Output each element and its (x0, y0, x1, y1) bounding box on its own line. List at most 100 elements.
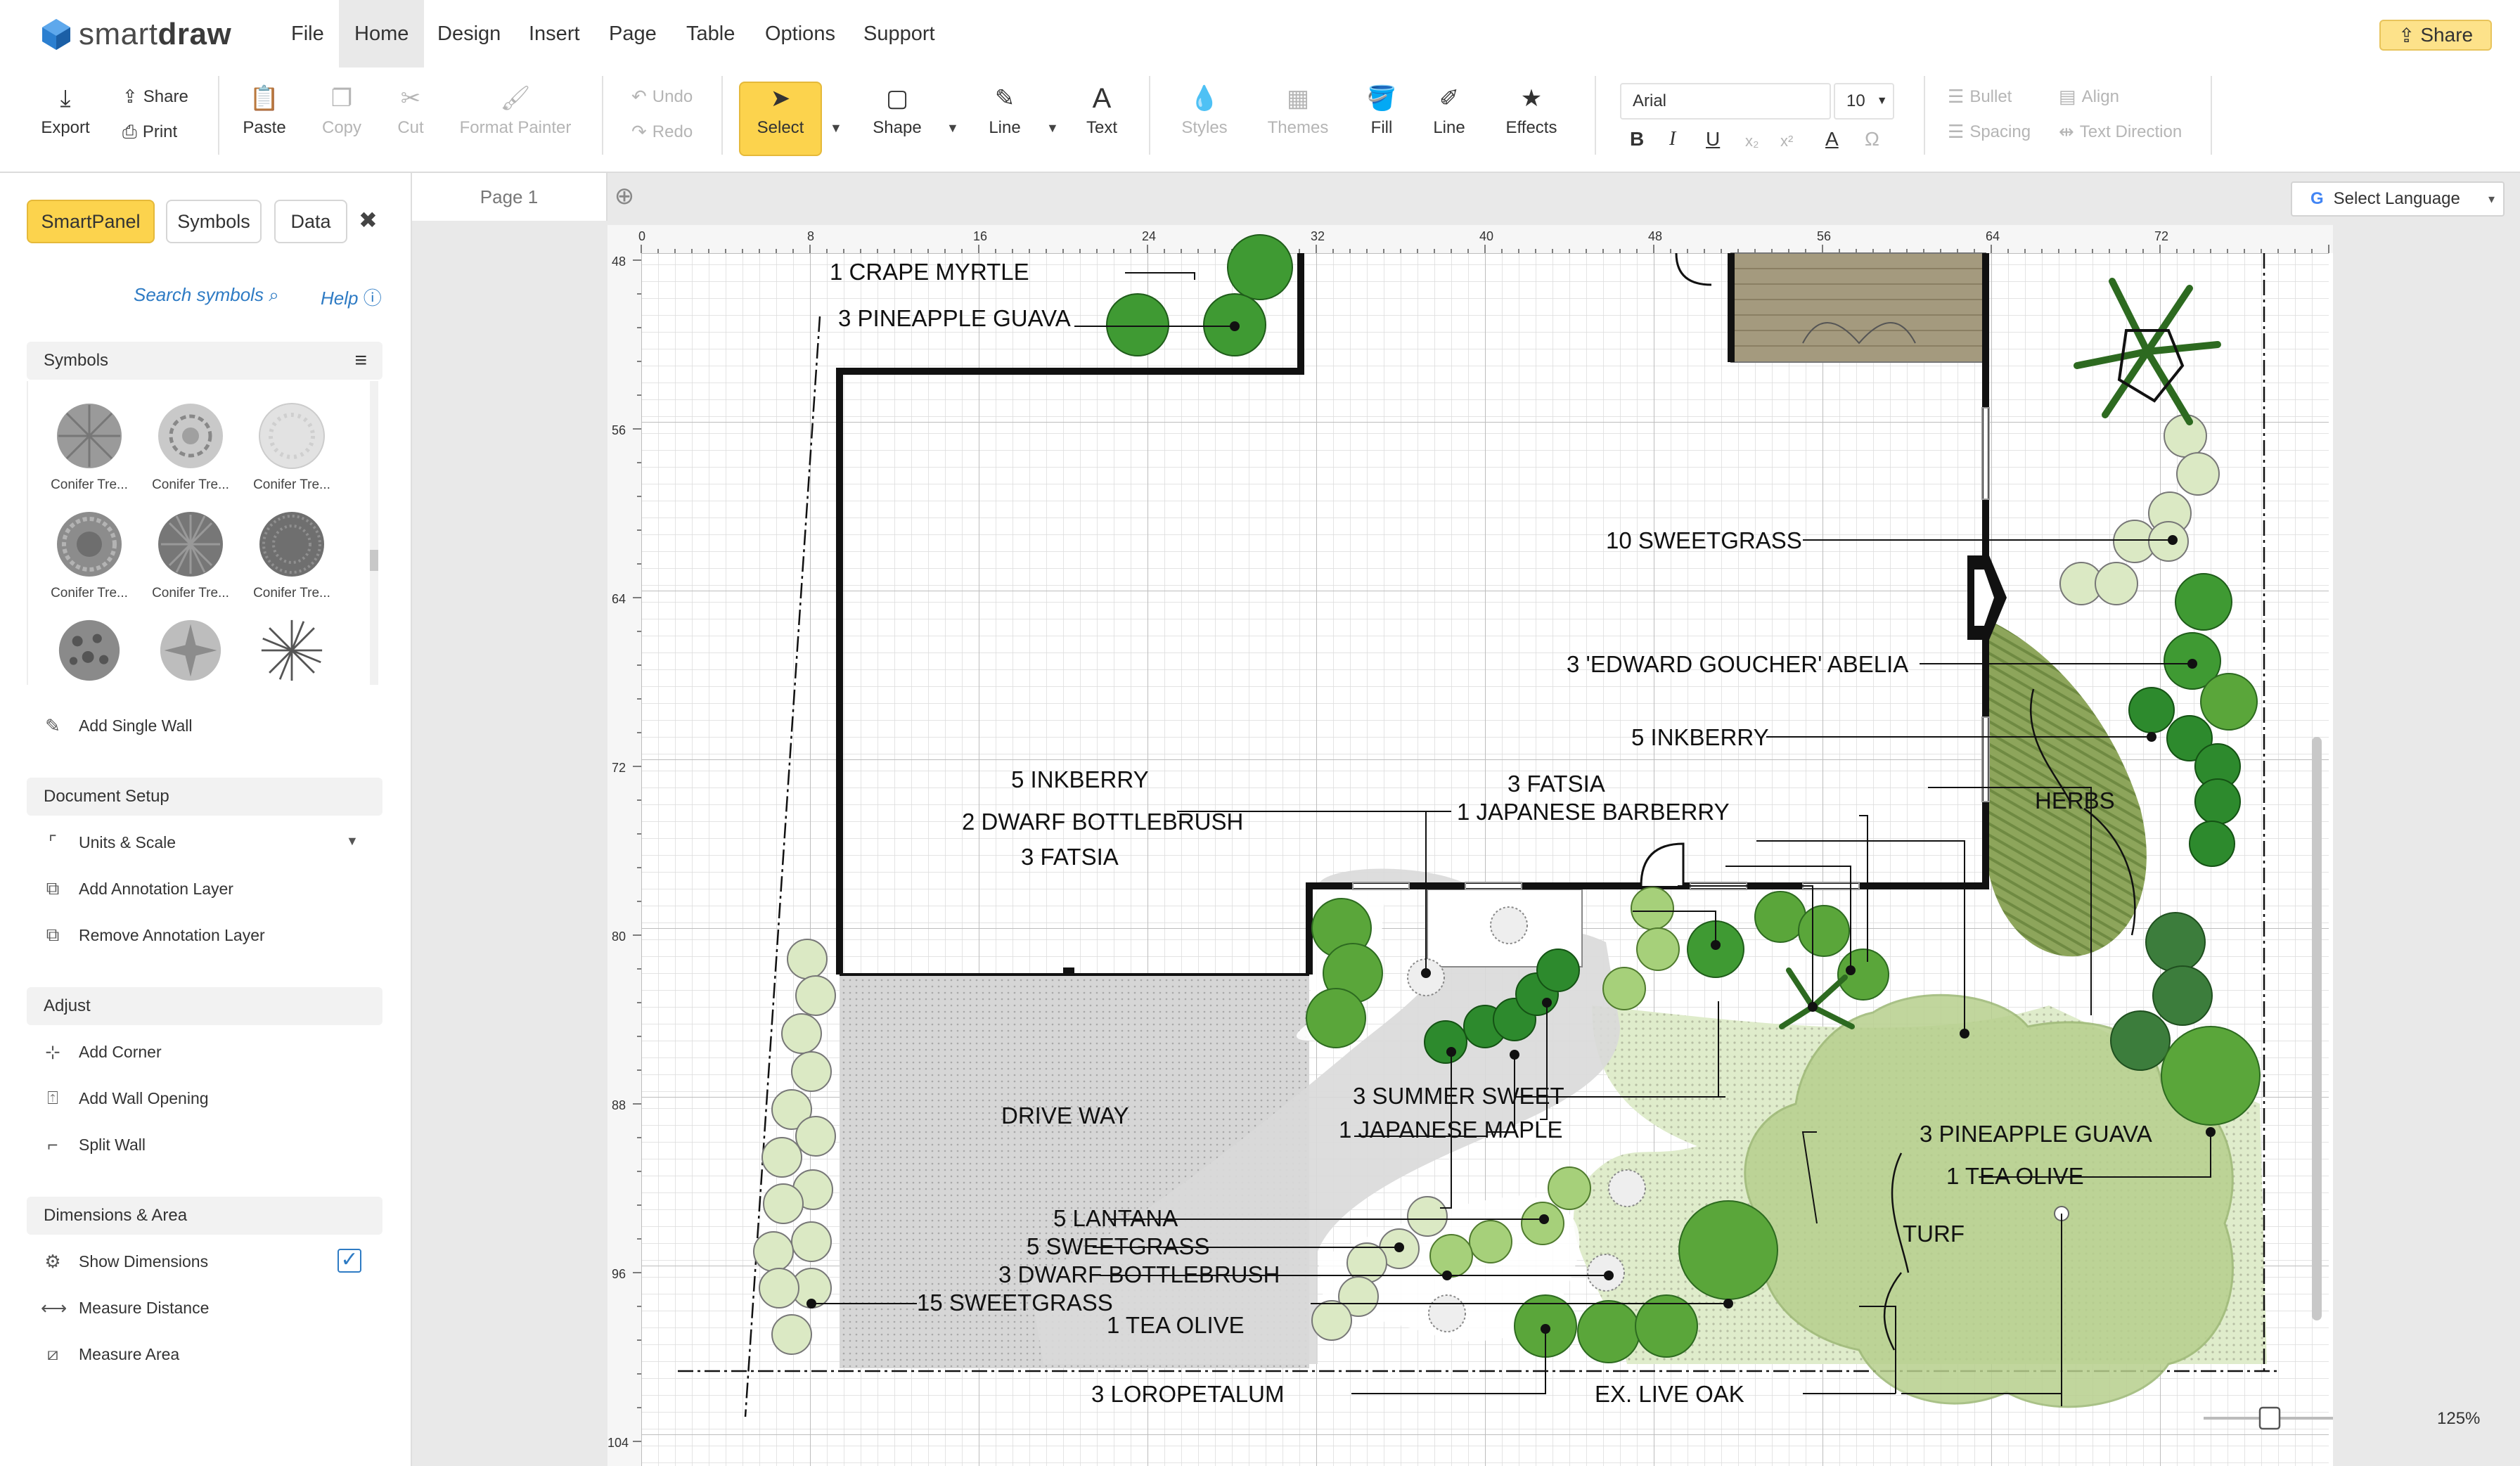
redo-button[interactable]: ↷Redo (631, 121, 693, 142)
menu-support[interactable]: Support (863, 22, 935, 45)
shape-button[interactable]: ▢Shape (873, 85, 922, 137)
underline-button[interactable]: U (1706, 128, 1721, 150)
tree-symbol-icon (58, 619, 120, 681)
symbol-tree-7[interactable] (44, 619, 135, 686)
measure-area-icon: ⧄ (46, 1343, 59, 1364)
search-symbols-link[interactable]: Search symbols ⌕ (134, 284, 279, 305)
symbol-library-scrollbar[interactable] (370, 381, 378, 685)
export-button[interactable]: ⤓Export (41, 85, 90, 137)
print-button[interactable]: ⎙Print (122, 121, 178, 142)
symbol-conifer-tree-5[interactable]: Conifer Tre... (145, 510, 236, 601)
superscript-button[interactable]: x² (1780, 132, 1794, 150)
show-dimensions-checkbox[interactable]: ✓ (338, 1249, 361, 1273)
tab-data[interactable]: Data (274, 200, 347, 243)
effects-button[interactable]: ★Effects (1505, 85, 1557, 137)
insert-symbol-button[interactable]: Ω (1865, 128, 1879, 150)
themes-grid-icon: ▦ (1286, 85, 1310, 112)
add-corner-button[interactable]: ⊹Add Corner (41, 1038, 162, 1066)
svg-text:56: 56 (612, 423, 626, 437)
remove-annotation-layer-button[interactable]: ⧉Remove Annotation Layer (41, 921, 265, 949)
language-select[interactable]: G Select Language ▾ (2291, 181, 2505, 217)
symbol-conifer-tree-6[interactable]: Conifer Tre... (246, 510, 338, 601)
app-logo[interactable]: smartdraw (39, 17, 231, 51)
select-tool-label: ➤Select (757, 85, 804, 137)
paste-button[interactable]: 📋Paste (243, 85, 286, 137)
font-size-select[interactable]: 10▼ (1834, 83, 1894, 120)
symbol-tree-9[interactable] (246, 619, 338, 686)
align-button[interactable]: ▤Align (2059, 86, 2119, 107)
styles-button[interactable]: 💧Styles (1181, 85, 1228, 137)
select-tool-button[interactable] (739, 82, 822, 156)
symbol-conifer-tree-1[interactable]: Conifer Tre... (44, 402, 135, 493)
symbol-conifer-tree-2[interactable]: Conifer Tre... (145, 402, 236, 493)
text-direction-button[interactable]: ⇹Text Direction (2059, 121, 2182, 142)
add-wall-opening-button[interactable]: ⍐Add Wall Opening (41, 1084, 208, 1112)
format-painter-button[interactable]: 🖌Format Painter (459, 85, 572, 137)
split-wall-button[interactable]: ⌐Split Wall (41, 1131, 146, 1159)
italic-button[interactable]: I (1669, 128, 1676, 150)
measure-area-button[interactable]: ⧄Measure Area (41, 1340, 179, 1368)
measure-distance-button[interactable]: ⟷Measure Distance (41, 1297, 210, 1318)
bold-button[interactable]: B (1630, 128, 1645, 150)
share-small-icon: ⇪ (122, 86, 138, 107)
landscape-plan-canvas[interactable]: 0 8 16 24 32 40 48 56 64 72 48 56 64 72 … (608, 225, 2333, 1466)
ruler-corner-icon: ⌜ (48, 831, 58, 853)
svg-text:48: 48 (612, 255, 626, 269)
tab-symbols[interactable]: Symbols (166, 200, 262, 243)
symbol-tree-8[interactable] (145, 619, 236, 686)
copy-button[interactable]: ❐Copy (321, 85, 362, 137)
menu-home[interactable]: Home (339, 0, 425, 67)
share-button[interactable]: ⇪Share (2379, 20, 2492, 51)
line-tool-button[interactable]: ✎Line (989, 85, 1021, 137)
line-style-button[interactable]: ✐Line (1433, 85, 1465, 137)
download-icon: ⤓ (60, 85, 71, 112)
ribbon-divider (602, 76, 603, 155)
label-turf: TURF (1903, 1221, 1965, 1247)
paint-bucket-icon: 🪣 (1366, 85, 1397, 112)
spacing-button[interactable]: ☰Spacing (1948, 121, 2031, 142)
font-family-select[interactable]: Arial (1620, 83, 1831, 120)
label-fatsia-right: 3 FATSIA (1508, 771, 1605, 797)
units-dropdown-caret-icon[interactable]: ▼ (346, 834, 359, 848)
vertical-scrollbar[interactable] (2312, 737, 2322, 1320)
font-color-button[interactable]: A (1825, 128, 1839, 150)
add-annotation-layer-button[interactable]: ⧉Add Annotation Layer (41, 875, 233, 903)
svg-text:0: 0 (638, 229, 645, 243)
svg-text:56: 56 (1817, 229, 1831, 243)
bullet-button[interactable]: ☰Bullet (1948, 86, 2012, 107)
subscript-button[interactable]: x₂ (1745, 132, 1759, 150)
symbol-conifer-tree-4[interactable]: Conifer Tre... (44, 510, 135, 601)
units-scale-button[interactable]: ⌜Units & Scale (41, 828, 176, 856)
show-dimensions-row[interactable]: ⚙Show Dimensions (41, 1247, 208, 1275)
menu-insert[interactable]: Insert (529, 22, 580, 45)
label-dwarf-bottlebrush-bottom: 3 DWARF BOTTLEBRUSH (998, 1261, 1280, 1287)
zoom-level: 125% (2437, 1409, 2481, 1428)
themes-button[interactable]: ▦Themes (1267, 85, 1329, 137)
zoom-slider-handle[interactable] (2258, 1406, 2281, 1430)
hamburger-menu-icon[interactable]: ≡ (354, 349, 367, 372)
svg-text:48: 48 (1648, 229, 1662, 243)
fill-button[interactable]: 🪣Fill (1366, 85, 1397, 137)
label-5-sweetgrass: 5 SWEETGRASS (1027, 1233, 1209, 1259)
menu-options[interactable]: Options (765, 22, 835, 45)
menu-table[interactable]: Table (686, 22, 735, 45)
close-panel-icon[interactable]: ✖ (359, 207, 378, 233)
menu-design[interactable]: Design (437, 22, 501, 45)
add-page-icon[interactable]: ⊕ (614, 183, 635, 210)
walkway (1029, 868, 1620, 1364)
edit-line-icon: ✐ (1439, 85, 1460, 112)
undo-button[interactable]: ↶Undo (631, 86, 693, 107)
shape-dropdown-caret-icon[interactable]: ▼ (946, 121, 959, 135)
cut-button[interactable]: ✂Cut (397, 85, 424, 137)
tab-smartpanel[interactable]: SmartPanel (27, 200, 155, 243)
add-single-wall-button[interactable]: ✎Add Single Wall (41, 712, 192, 740)
help-link[interactable]: Help ⓘ (321, 288, 382, 309)
menu-file[interactable]: File (291, 22, 324, 45)
line-dropdown-caret-icon[interactable]: ▼ (1046, 121, 1059, 135)
menu-page[interactable]: Page (609, 22, 657, 45)
select-dropdown-caret-icon[interactable]: ▼ (830, 121, 842, 135)
page-tab[interactable]: Page 1 (412, 173, 608, 221)
symbol-conifer-tree-3[interactable]: Conifer Tre... (246, 402, 338, 493)
share-ribbon-button[interactable]: ⇪Share (122, 86, 188, 107)
